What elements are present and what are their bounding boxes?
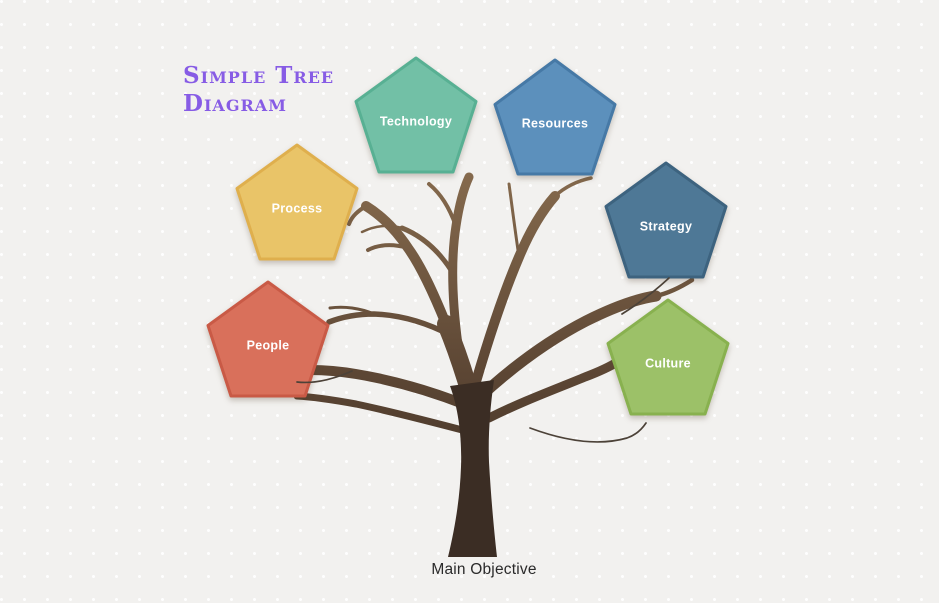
node-process[interactable]: Process bbox=[235, 143, 359, 261]
node-technology[interactable]: Technology bbox=[354, 56, 478, 174]
node-resources[interactable]: Resources bbox=[493, 58, 617, 176]
node-culture-shape[interactable] bbox=[606, 298, 730, 416]
node-technology-label: Technology bbox=[380, 115, 452, 129]
node-strategy[interactable]: Strategy bbox=[604, 161, 728, 279]
node-process-label: Process bbox=[272, 202, 323, 216]
node-people-shape[interactable] bbox=[206, 280, 330, 398]
diagram-title: Simple Tree Diagram bbox=[183, 62, 335, 117]
node-culture-label: Culture bbox=[645, 357, 691, 371]
node-resources-shape[interactable] bbox=[493, 58, 617, 176]
node-culture[interactable]: Culture bbox=[606, 298, 730, 416]
root-label: Main Objective bbox=[431, 561, 536, 578]
tree-branches bbox=[293, 172, 695, 557]
node-people[interactable]: People bbox=[206, 280, 330, 398]
tree-twigs-overlay bbox=[296, 277, 670, 384]
node-resources-label: Resources bbox=[522, 117, 589, 131]
node-process-shape[interactable] bbox=[235, 143, 359, 261]
tree-trunk bbox=[448, 380, 497, 557]
node-technology-shape[interactable] bbox=[354, 56, 478, 174]
node-strategy-label: Strategy bbox=[640, 220, 692, 234]
node-people-label: People bbox=[247, 339, 290, 353]
node-strategy-shape[interactable] bbox=[604, 161, 728, 279]
